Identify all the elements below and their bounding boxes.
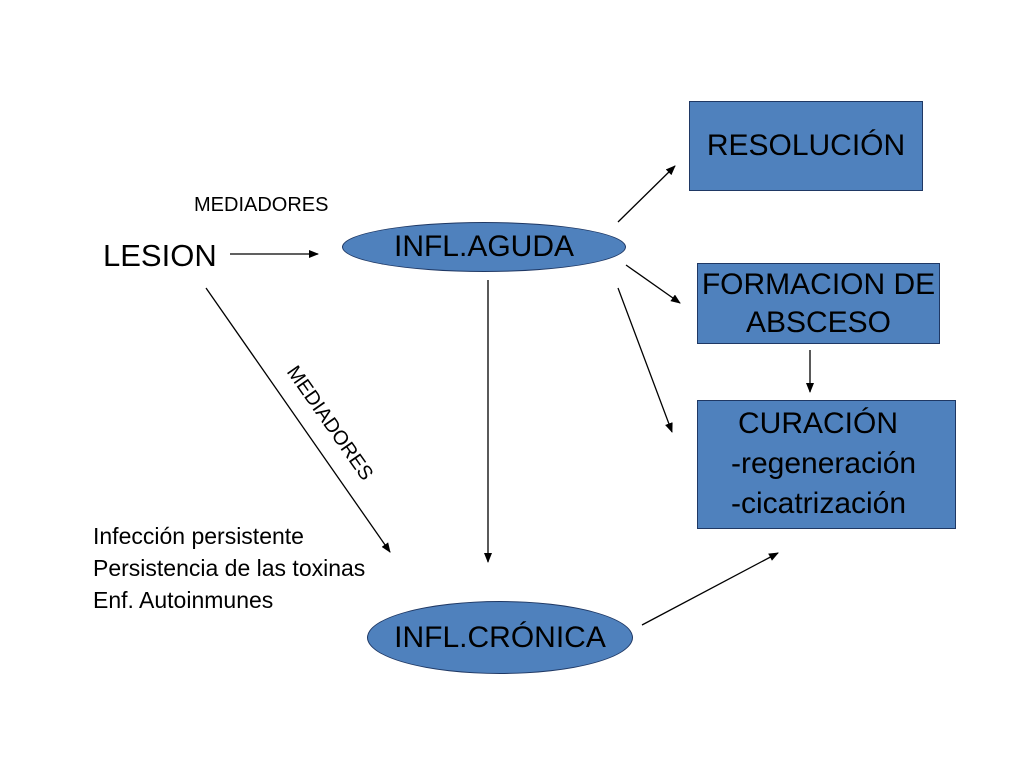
arrow-chronic-to-healing <box>641 552 779 626</box>
healing-item-scarring: -cicatrización <box>731 487 907 520</box>
arrow-acute-to-healing <box>617 287 673 433</box>
cause-item: Enf. Autoinmunes <box>93 587 274 613</box>
arrow-lesion-to-chronic <box>205 287 391 553</box>
cause-item: Persistencia de las toxinas <box>93 555 366 581</box>
healing-box: CURACIÓN -regeneración -cicatrización <box>697 400 956 529</box>
abscess-label-line-1: FORMACION DE <box>701 267 936 301</box>
arrow-acute-to-resolution <box>617 165 676 223</box>
arrow-acute-to-abscess <box>625 264 681 304</box>
healing-title: CURACIÓN <box>738 407 899 440</box>
chronic-inflammation-node: INFL.CRÓNICA <box>367 601 633 674</box>
resolution-label: RESOLUCIÓN <box>706 129 906 162</box>
abscess-box: FORMACION DE ABSCESO <box>697 263 940 344</box>
resolution-box: RESOLUCIÓN <box>689 101 923 191</box>
mediators-label-top: MEDIADORES <box>194 194 329 216</box>
lesion-label: LESION <box>103 238 217 273</box>
acute-inflammation-node: INFL.AGUDA <box>342 222 626 272</box>
healing-item-regeneration: -regeneración <box>731 447 917 480</box>
abscess-label-line-2: ABSCESO <box>745 305 892 339</box>
cause-item: Infección persistente <box>93 523 304 549</box>
